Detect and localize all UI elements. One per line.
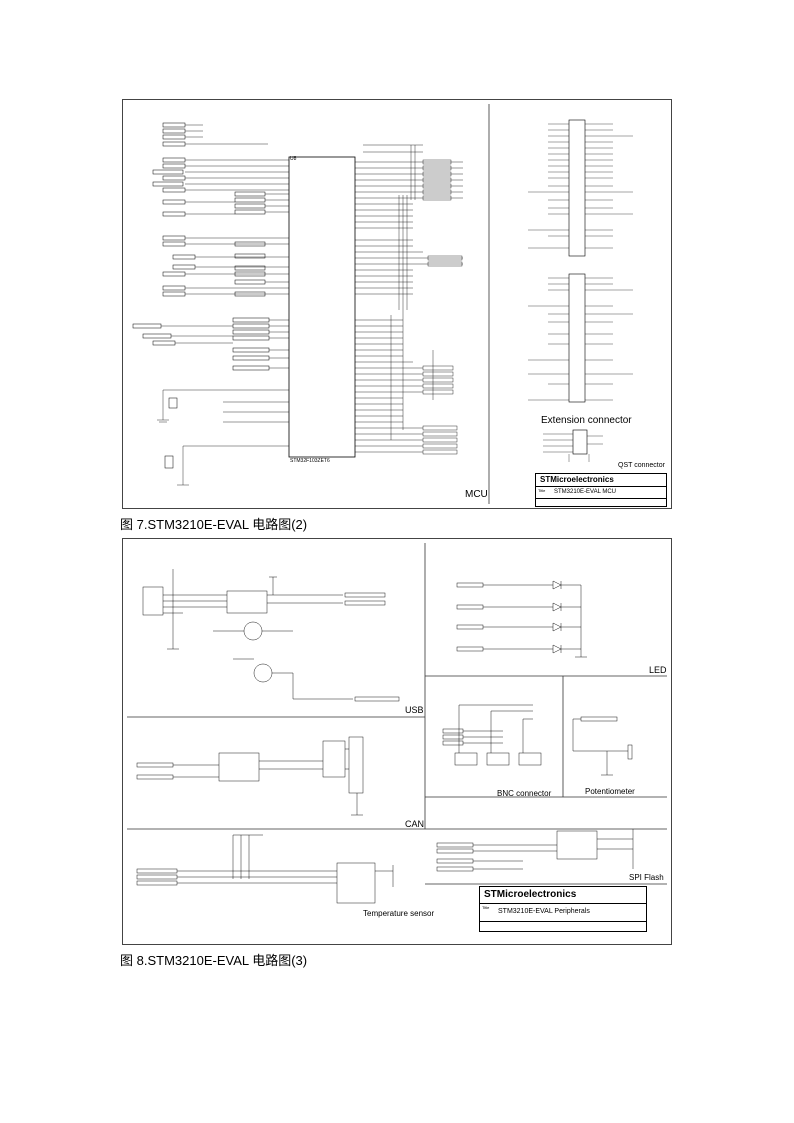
- title-block-title-prefix: Title: [538, 488, 546, 493]
- net-label: U8: [290, 156, 297, 162]
- schematic-sheet-mcu: U8 STM32F103ZET6 MCU Extension connector…: [122, 99, 672, 509]
- peripherals-schematic-drawing: [127, 543, 667, 904]
- block-label-led: LED: [649, 665, 667, 675]
- block-label-qst-connector: QST connector: [618, 462, 665, 469]
- title-block-company: STMicroelectronics: [484, 889, 577, 900]
- block-label-usb: USB: [405, 705, 424, 715]
- title-block-company: STMicroelectronics: [540, 475, 614, 484]
- block-label-temperature-sensor: Temperature sensor: [363, 909, 435, 918]
- title-block-title: STM3210E-EVAL Peripherals: [498, 908, 590, 915]
- figure-caption-7: 图 7.STM3210E-EVAL 电路图(2): [120, 517, 308, 532]
- title-block: STMicroelectronics Title STM3210E-EVAL P…: [479, 886, 647, 932]
- title-block-title-prefix: Title: [482, 905, 490, 910]
- block-label-bnc-connector: BNC connector: [497, 789, 552, 798]
- block-label-potentiometer: Potentiometer: [585, 787, 635, 796]
- figure-caption-8: 图 8.STM3210E-EVAL 电路图(3): [120, 953, 308, 968]
- block-label-spi-flash: SPI Flash: [629, 873, 664, 882]
- block-label-can: CAN: [405, 819, 425, 829]
- mcu-schematic-drawing: [132, 104, 633, 504]
- block-label-extension-connector: Extension connector: [541, 415, 632, 426]
- block-label-mcu: MCU: [465, 489, 488, 500]
- title-block: STMicroelectronics Title STM3210E-EVAL M…: [535, 473, 667, 507]
- net-label: STM32F103ZET6: [290, 458, 330, 464]
- schematic-sheet-peripherals: USB LED CAN BNC connector Potentiometer …: [122, 538, 672, 945]
- title-block-title: STM3210E-EVAL MCU: [554, 489, 617, 495]
